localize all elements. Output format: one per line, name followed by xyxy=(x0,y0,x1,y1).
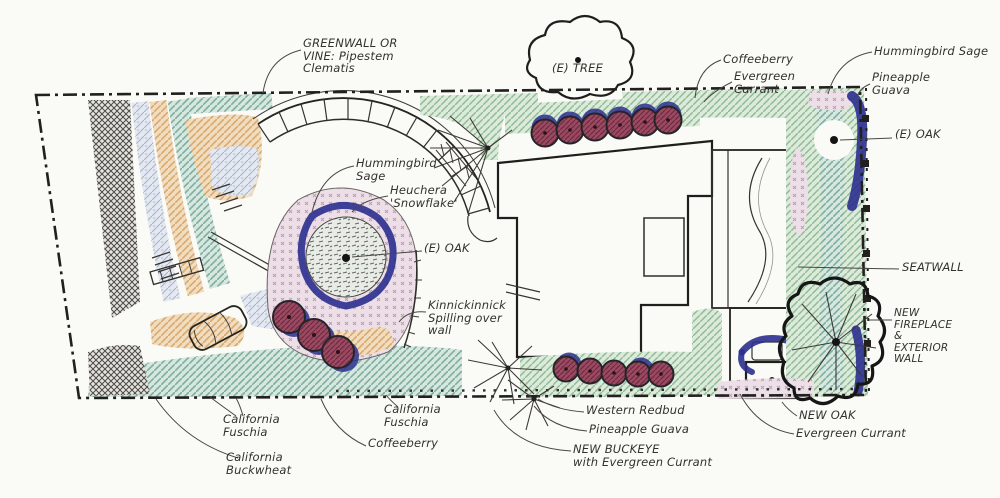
new-oak-tree xyxy=(777,276,887,406)
existing-oak-trunk-right xyxy=(830,136,838,144)
label-greenwall: GREENWALL OR VINE: Pipestem Clematis xyxy=(303,36,398,76)
label-pineapple-guava-top: Pineapple Guava xyxy=(872,70,931,97)
existing-oak-trunk xyxy=(342,254,350,262)
label-western-redbud: Western Redbud xyxy=(586,403,685,417)
building-hatch-area xyxy=(643,217,685,277)
steps-upper xyxy=(211,183,243,212)
entry-tree-and-stair xyxy=(430,115,513,215)
label-california-buckwheat: California Buckwheat xyxy=(226,450,292,477)
label-new-buckeye: NEW BUCKEYE with Evergreen Currant xyxy=(573,442,713,469)
label-kinnickinnick: Kinnickinnick Spilling over wall xyxy=(428,298,507,338)
seat-wall xyxy=(711,149,729,309)
steps-lower xyxy=(151,251,180,280)
label-evergreen-currant-bottom: Evergreen Currant xyxy=(796,426,907,440)
exterior-wall-posts xyxy=(862,115,871,347)
label-hummingbird-sage-top: Hummingbird Sage xyxy=(874,44,989,58)
western-redbud-tree xyxy=(467,339,543,405)
planting-strip-right xyxy=(692,87,868,399)
existing-tree xyxy=(526,14,635,100)
label-coffeeberry-top: Coffeeberry xyxy=(723,52,794,66)
car xyxy=(188,305,248,351)
bottom-hedge xyxy=(520,351,700,397)
label-seatwall: SEATWALL xyxy=(902,260,964,274)
kinnickinnick-wall xyxy=(403,249,418,349)
hummingbird-sage-ring xyxy=(297,202,397,310)
greenwall-arc xyxy=(252,90,498,243)
label-existing-oak-mid: (E) OAK xyxy=(424,241,470,255)
label-california-fuschia-mid: California Fuschia xyxy=(384,402,441,429)
pineapple-guava-tree xyxy=(501,379,561,431)
label-pineapple-guava-bottom: Pineapple Guava xyxy=(589,422,690,436)
leader-lines xyxy=(155,49,900,459)
label-california-fuschia-left: California Fuschia xyxy=(223,412,280,439)
label-new-oak: NEW OAK xyxy=(799,408,856,422)
label-hummingbird-sage-mid: Hummingbird Sage xyxy=(356,156,437,183)
label-evergreen-currant-top: Evergreen Currant xyxy=(734,69,796,96)
retaining-wall xyxy=(149,256,205,286)
shrub-row-top xyxy=(530,101,683,148)
label-new-fireplace: NEW FIREPLACE & EXTERIOR WALL xyxy=(894,307,953,366)
label-heuchera: Heuchera 'Snowflake' xyxy=(390,183,458,210)
label-existing-oak-top: (E) OAK xyxy=(895,127,941,141)
shrub-row-mound xyxy=(272,300,359,372)
label-coffeeberry-bottom: Coffeeberry xyxy=(368,436,439,450)
planting-beds-upper-left xyxy=(88,93,273,318)
label-existing-tree: (E) TREE xyxy=(552,61,604,75)
property-boundary xyxy=(34,85,868,400)
